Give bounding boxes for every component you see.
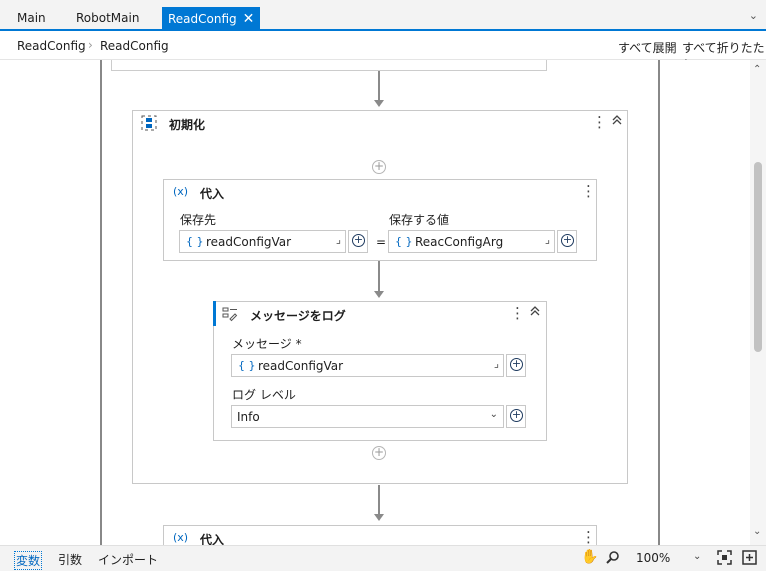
designer-status-bar: 変数 引数 インポート ✋ 100% ⌄	[0, 545, 766, 571]
sequence-icon	[141, 115, 157, 134]
assign-to-label: 保存先	[180, 213, 217, 227]
connector-line	[378, 485, 380, 515]
assign-activity-2-title: 代入	[200, 533, 225, 545]
log-message-activity[interactable]: メッセージをログ ⋮ メッセージ * { } readConfigVar ⌟ +…	[213, 301, 547, 441]
assign-activity[interactable]: (x) 代入 ⋮ 保存先 保存する値 { } readConfigVar ⌟ +…	[163, 179, 597, 261]
assign-value-field[interactable]: { } ReacConfigArg ⌟	[388, 230, 555, 253]
tab-main-label: Main	[17, 11, 46, 25]
log-level-add-button[interactable]: +	[506, 405, 526, 428]
document-tab-bar: Main RobotMain ReadConfig ✕ ⌄	[0, 0, 766, 31]
arguments-tab[interactable]: 引数	[58, 553, 83, 567]
connector-line	[378, 71, 380, 101]
arrow-down-icon	[374, 291, 384, 298]
message-add-button[interactable]: +	[506, 354, 526, 377]
close-icon[interactable]: ✕	[242, 11, 255, 27]
log-message-icon	[222, 306, 238, 325]
chevron-down-icon[interactable]: ⌄	[693, 551, 702, 562]
zoom-level[interactable]: 100%	[636, 551, 671, 565]
tab-readconfig-label: ReadConfig	[168, 12, 237, 26]
imports-tab[interactable]: インポート	[98, 553, 159, 567]
message-field[interactable]: { } readConfigVar ⌟	[231, 354, 504, 377]
init-sequence-title: 初期化	[169, 118, 206, 132]
log-level-select[interactable]: Info ⌄	[231, 405, 504, 428]
init-sequence-header: 初期化 ⋮	[133, 111, 627, 135]
log-level-label: ログ レベル	[232, 388, 296, 402]
message-label: メッセージ *	[232, 337, 302, 351]
outer-sequence-container	[100, 60, 660, 545]
previous-activity-stub[interactable]	[111, 60, 547, 71]
log-level-value: Info	[237, 410, 260, 424]
assign-icon: (x)	[173, 185, 189, 198]
tab-main[interactable]: Main	[17, 8, 46, 29]
equals-sign: =	[376, 235, 387, 249]
scroll-down-icon[interactable]: ⌄	[753, 526, 762, 537]
chevron-right-icon: ›	[88, 38, 93, 52]
more-options-icon[interactable]: ⋮	[510, 304, 525, 322]
fit-to-screen-icon[interactable]	[717, 550, 732, 569]
assign-value-add-button[interactable]: +	[557, 230, 577, 253]
expand-editor-icon[interactable]: ⌟	[544, 233, 550, 246]
chevron-down-icon[interactable]: ⌄	[748, 9, 758, 22]
assign-activity-2[interactable]: (x) 代入 ⋮	[163, 525, 597, 545]
plus-circle-icon: +	[510, 357, 523, 371]
breadcrumb-item-current[interactable]: ReadConfig	[100, 39, 169, 53]
more-options-icon[interactable]: ⋮	[581, 182, 596, 200]
selection-indicator	[213, 301, 216, 326]
plus-circle-icon: +	[561, 233, 574, 247]
scrollbar-thumb[interactable]	[754, 162, 762, 352]
arrow-down-icon	[374, 100, 384, 107]
chevron-down-icon[interactable]: ⌄	[489, 409, 498, 420]
assign-to-add-button[interactable]: +	[348, 230, 368, 253]
assign-to-value: readConfigVar	[206, 235, 292, 249]
plus-circle-icon: +	[510, 408, 523, 422]
add-activity-icon[interactable]: +	[372, 159, 386, 174]
arrow-down-icon	[374, 514, 384, 521]
expand-all-button[interactable]: すべて展開	[618, 41, 677, 55]
expand-editor-icon[interactable]: ⌟	[493, 357, 499, 370]
assign-icon: (x)	[173, 531, 189, 544]
add-activity-icon[interactable]: +	[372, 445, 386, 460]
assign-activity-title: 代入	[200, 187, 225, 201]
zoom-search-icon[interactable]	[606, 550, 620, 568]
collapse-icon[interactable]	[529, 305, 541, 320]
expression-icon: { }	[238, 359, 256, 372]
more-options-icon[interactable]: ⋮	[592, 113, 607, 131]
tab-robotmain[interactable]: RobotMain	[76, 8, 139, 29]
assign-activity-2-header: (x) 代入 ⋮	[164, 526, 596, 545]
connector-line	[378, 261, 380, 292]
message-value: readConfigVar	[258, 359, 344, 373]
assign-activity-header: (x) 代入 ⋮	[164, 180, 596, 204]
plus-circle-icon: +	[352, 233, 365, 247]
collapse-icon[interactable]	[611, 114, 623, 129]
assign-value-label: 保存する値	[389, 213, 450, 227]
vertical-scrollbar[interactable]: ⌃ ⌄	[750, 60, 766, 545]
expand-editor-icon[interactable]: ⌟	[335, 233, 341, 246]
log-message-title: メッセージをログ	[250, 309, 346, 323]
assign-to-field[interactable]: { } readConfigVar ⌟	[179, 230, 346, 253]
breadcrumb-item-root[interactable]: ReadConfig	[17, 39, 86, 53]
variables-tab[interactable]: 変数	[14, 551, 43, 570]
designer-canvas[interactable]: 初期化 ⋮ + (x) 代入 ⋮ 保存先 保存する値 { } readConfi…	[0, 60, 750, 545]
scroll-up-icon[interactable]: ⌃	[753, 64, 762, 75]
tab-robotmain-label: RobotMain	[76, 11, 140, 25]
log-message-header: メッセージをログ ⋮	[214, 302, 546, 326]
more-options-icon[interactable]: ⋮	[581, 528, 596, 545]
assign-value-value: ReacConfigArg	[415, 235, 504, 249]
pan-hand-icon[interactable]: ✋	[581, 549, 599, 565]
overview-icon[interactable]	[742, 550, 757, 569]
tab-readconfig[interactable]: ReadConfig ✕	[162, 7, 261, 31]
expression-icon: { }	[186, 235, 204, 248]
expression-icon: { }	[395, 235, 413, 248]
breadcrumb: ReadConfig › ReadConfig すべて展開 すべて折りたたむ	[0, 33, 766, 72]
